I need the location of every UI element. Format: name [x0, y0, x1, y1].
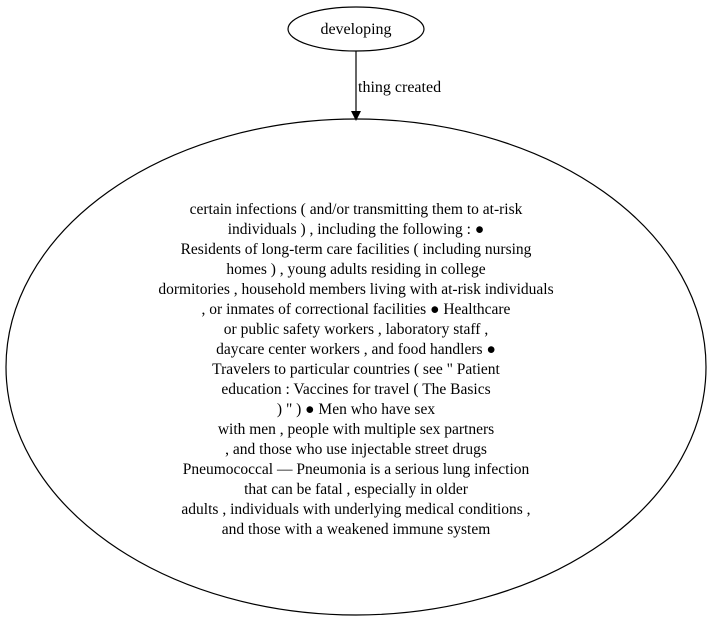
node-infections-text: certain infections ( and/or transmitting… [158, 201, 553, 538]
node-infections-line: Residents of long-term care facilities (… [181, 241, 532, 258]
node-infections-line: education : Vaccines for travel ( The Ba… [221, 381, 490, 398]
node-infections-line: adults , individuals with underlying med… [181, 501, 530, 518]
node-infections-line: Travelers to particular countries ( see … [212, 361, 500, 378]
node-infections-line: , and those who use injectable street dr… [225, 441, 487, 458]
node-infections-line: that can be fatal , especially in older [244, 481, 469, 498]
node-developing: developing [287, 6, 425, 52]
node-infections-line: individuals ) , including the following … [228, 221, 484, 238]
node-infections-line: , or inmates of correctional facilities … [202, 301, 511, 318]
node-infections-line: dormitories , household members living w… [158, 281, 553, 298]
node-infections-line: homes ) , young adults residing in colle… [226, 261, 485, 278]
node-infections-line: certain infections ( and/or transmitting… [190, 201, 523, 218]
node-infections-line: and those with a weakened immune system [222, 521, 491, 538]
edge-label: thing created [358, 79, 441, 96]
node-infections-line: Pneumococcal — Pneumonia is a serious lu… [183, 461, 530, 478]
node-infections-line: ) " ) ● Men who have sex [277, 401, 435, 418]
node-infections-line: daycare center workers , and food handle… [216, 341, 496, 358]
node-infections-line: with men , people with multiple sex part… [218, 421, 494, 438]
node-developing-label: developing [320, 21, 391, 38]
edge-thing-created: thing created [351, 51, 441, 121]
node-infections: certain infections ( and/or transmitting… [5, 118, 707, 616]
node-infections-shape [5, 118, 707, 616]
node-infections-line: or public safety workers , laboratory st… [224, 321, 488, 338]
